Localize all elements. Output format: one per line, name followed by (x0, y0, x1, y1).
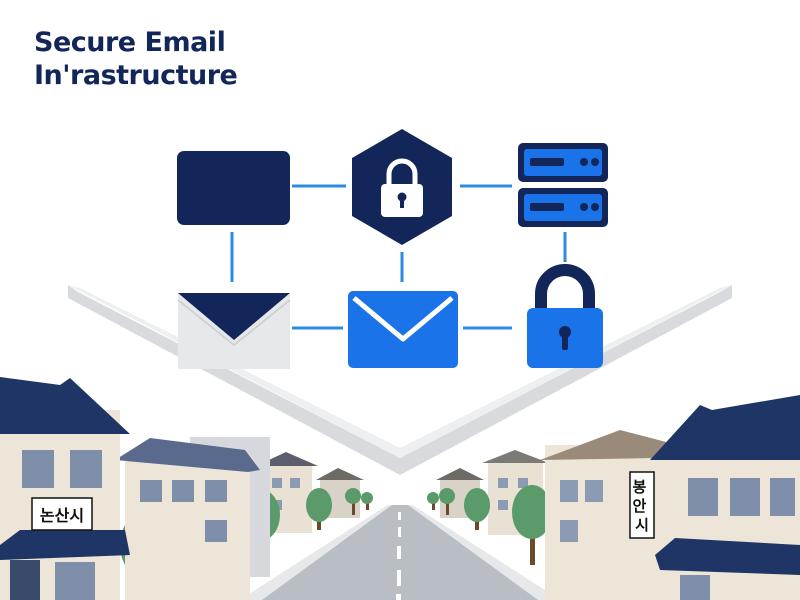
title-line-2: In'rastructure (34, 60, 238, 91)
connectors (230, 184, 567, 330)
server-icon (518, 143, 608, 227)
dark-box-icon (177, 151, 290, 225)
padlock-icon (527, 264, 603, 368)
left-mid-building (115, 437, 270, 600)
road (240, 505, 560, 600)
envelope-open-icon (177, 293, 291, 369)
right-near-building (650, 395, 800, 600)
sign-right: 봉 안 시 (629, 471, 655, 539)
envelope-icon (348, 291, 458, 368)
page-title: Secure Email In'rastructure (34, 26, 238, 92)
sign-right-text: 봉 안 시 (632, 478, 651, 534)
lock-hexagon-icon (352, 129, 452, 245)
title-line-1: Secure Email (34, 27, 226, 58)
sign-left: 논산시 (31, 497, 93, 531)
left-near-building (0, 377, 130, 600)
sign-left-text: 논산시 (40, 506, 84, 525)
